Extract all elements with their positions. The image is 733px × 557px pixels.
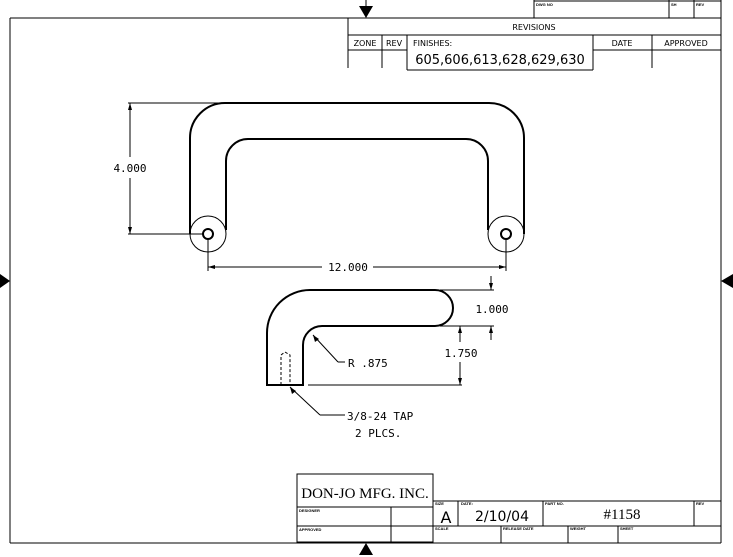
radius-callout: R .875 — [312, 334, 388, 370]
date-label: DATE: — [461, 501, 473, 506]
tb-rev-label: REV — [696, 501, 705, 506]
col-finishes: FINISHES: — [413, 39, 452, 48]
date-value: 2/10/04 — [475, 509, 529, 525]
part-no-label: PART NO. — [545, 501, 564, 506]
dimension-width: 12.000 — [207, 238, 507, 274]
sheet-label: SHEET — [620, 526, 634, 531]
title-block: DON-JO MFG. INC. DESIGNER APPROVED SIZE … — [296, 473, 721, 543]
dimension-height: 4.000 — [113, 102, 225, 235]
approved-label: APPROVED — [299, 527, 322, 532]
col-date: DATE — [612, 39, 633, 48]
col-approved: APPROVED — [664, 39, 708, 48]
sh-label: SH — [671, 2, 677, 7]
rev-label: REV — [696, 2, 705, 7]
dimension-thickness: 1.000 — [440, 276, 509, 340]
col-zone: ZONE — [354, 39, 377, 48]
company-name: DON-JO MFG. INC. — [301, 486, 429, 502]
finishes-value: 605,606,613,628,629,630 — [415, 53, 585, 68]
dwg-no-block: DWG NO SH REV — [533, 0, 721, 18]
tap-callout: 3/8-24 TAP 2 PLCS. — [289, 386, 414, 440]
col-rev: REV — [386, 39, 403, 48]
size-value: A — [441, 508, 452, 527]
designer-label: DESIGNER — [299, 508, 320, 513]
weight-label: WEIGHT — [570, 526, 587, 531]
mount-hole-left — [202, 228, 214, 240]
part-no-value: #1158 — [604, 507, 641, 523]
dim-width-value: 12.000 — [328, 261, 368, 274]
release-date-label: RELEASE DATE — [503, 526, 534, 531]
left-center-arrow-icon — [0, 274, 10, 288]
dim-thickness-value: 1.000 — [475, 303, 508, 316]
tap-note-line2: 2 PLCS. — [355, 427, 401, 440]
dwg-no-label: DWG NO — [536, 2, 553, 7]
revisions-title: REVISIONS — [512, 23, 555, 32]
revisions-table: REVISIONS ZONE REV FINISHES: DATE APPROV… — [347, 18, 721, 71]
tap-hole-hidden-line — [280, 351, 291, 385]
dimension-offset: 1.750 — [308, 326, 478, 386]
top-center-arrow-icon — [359, 6, 373, 18]
handle-side-view — [266, 289, 454, 386]
dim-offset-value: 1.750 — [444, 347, 477, 360]
drawing-border — [9, 0, 722, 544]
right-center-arrow-icon — [721, 274, 733, 288]
scale-label: SCALE — [435, 526, 449, 531]
mount-hole-right — [500, 228, 512, 240]
radius-note: R .875 — [348, 357, 388, 370]
size-label: SIZE — [435, 501, 444, 506]
tap-note-line1: 3/8-24 TAP — [347, 410, 414, 423]
dim-height-value: 4.000 — [113, 162, 146, 175]
handle-top-view — [189, 102, 525, 253]
bottom-center-arrow-icon — [359, 543, 373, 555]
